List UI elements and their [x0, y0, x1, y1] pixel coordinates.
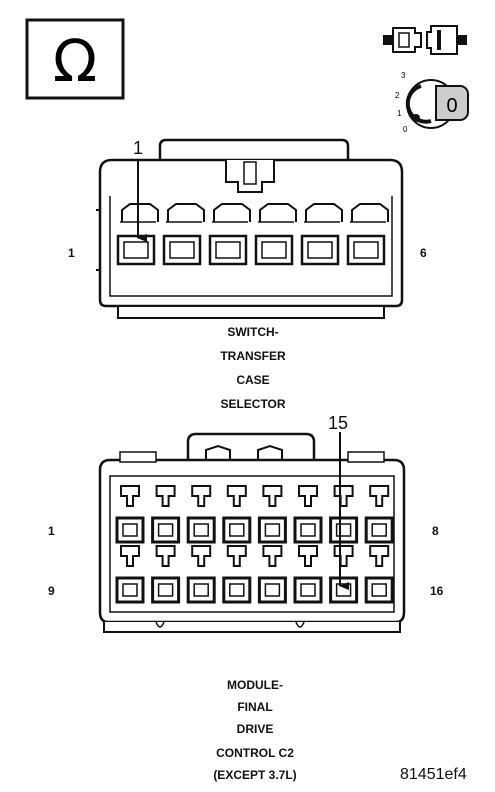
- terminal-cavity: [293, 545, 323, 604]
- bottom-caption-line-5: (EXCEPT 3.7L): [213, 768, 297, 782]
- bottom-caption-line-3: DRIVE: [236, 722, 274, 736]
- terminal-cavity: [115, 485, 145, 544]
- bottom-connector-terminals: [115, 485, 394, 604]
- ignition-key-icon: 3 2 1 0 0: [395, 71, 469, 134]
- terminal-cavity: [222, 545, 252, 604]
- key-pos-0: 0: [403, 125, 408, 134]
- terminal-cavity: [115, 545, 145, 604]
- key-pos-1: 1: [397, 109, 402, 118]
- top-caption-line-1: SWITCH-: [227, 325, 279, 339]
- terminal-cavity: [257, 545, 287, 604]
- terminal-cavity: [364, 545, 394, 604]
- top-pin-label-left: 1: [68, 246, 75, 260]
- terminal-cavity: [151, 485, 181, 544]
- top-pin-label-right: 6: [420, 246, 427, 260]
- terminal-cavity: [329, 485, 359, 544]
- terminal-cavity: [364, 485, 394, 544]
- final-drive-control-connector: [98, 432, 406, 633]
- bottom-caption-line-1: MODULE-: [227, 678, 283, 692]
- top-caption-line-4: SELECTOR: [220, 397, 286, 411]
- transfer-case-selector-connector: [96, 138, 404, 319]
- key-pos-2: 2: [395, 91, 400, 100]
- top-caption-line-2: TRANSFER: [220, 349, 286, 363]
- terminal-cavity: [186, 545, 216, 604]
- bottom-caption-line-2: FINAL: [237, 700, 273, 714]
- key-label: 0: [446, 95, 457, 117]
- terminal-cavity: [222, 485, 252, 544]
- key-pos-3: 3: [401, 71, 406, 80]
- top-callout-number: 1: [133, 138, 144, 158]
- connector-separate-icon: [383, 25, 467, 55]
- bottom-pin-label-8: 8: [432, 524, 439, 538]
- bottom-callout-number: 15: [328, 413, 349, 433]
- bottom-pin-label-9: 9: [48, 584, 55, 598]
- terminal-cavity: [293, 485, 323, 544]
- top-connector-terminals: [116, 203, 389, 266]
- ohmmeter-symbol: Ω: [25, 18, 125, 100]
- terminal-cavity: [186, 485, 216, 544]
- top-caption-line-3: CASE: [236, 373, 270, 387]
- bottom-pin-label-16: 16: [430, 584, 444, 598]
- terminal-cavity: [257, 485, 287, 544]
- figure-id: 81451ef4: [400, 766, 467, 783]
- ohm-symbol: Ω: [53, 27, 97, 95]
- bottom-caption-line-4: CONTROL C2: [216, 746, 294, 760]
- terminal-cavity: [151, 545, 181, 604]
- bottom-pin-label-1: 1: [48, 524, 55, 538]
